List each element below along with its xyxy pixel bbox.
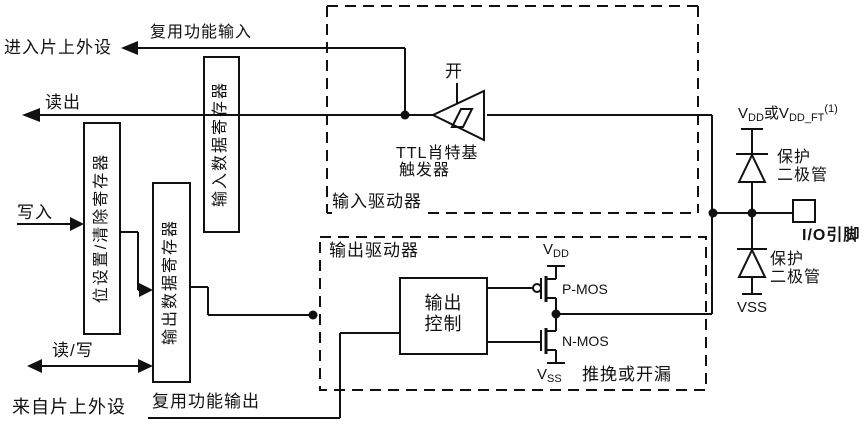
af-input-arrowhead [121, 41, 138, 55]
from-onchip-peripheral-label: 来自片上外设 [12, 397, 126, 417]
input-driver-dashed-box [326, 5, 699, 214]
ttl-schmitt-label-line2: 触发器 [399, 162, 451, 179]
ttl-schmitt-label-line1: TTL肖特基 [396, 145, 479, 162]
nmos-transistor-icon [540, 314, 565, 364]
vdd-or-vddft-label: VDD或VDD_FT(1) [738, 103, 838, 124]
schmitt-on-label: 开 [445, 62, 463, 81]
write-label: 写入 [17, 203, 53, 222]
input-data-register-label: 输入数据寄存器 [212, 80, 229, 208]
protection-diode-bottom-label: 保护 二极管 [770, 251, 822, 287]
read-arrowhead [22, 108, 40, 122]
pmos-vdd-label: VDD [543, 241, 569, 260]
bit-set-reset-register-box [83, 122, 121, 335]
read-write-left-arrowhead [27, 359, 42, 373]
bitset-to-outputdata-wire [120, 231, 140, 291]
output-control-label: 输出 控制 [424, 293, 463, 334]
output-control-box [399, 277, 488, 355]
af-output-wire [148, 332, 400, 419]
read-label: 读出 [45, 93, 81, 112]
write-arrowhead [70, 217, 84, 231]
io-pin-label: I/O引脚 [802, 227, 861, 244]
vss-rail-label: VSS [737, 299, 768, 316]
protection-diode-top-label: 保护 二极管 [777, 149, 829, 185]
protection-diode-top-icon [736, 128, 768, 213]
input-data-register-box [203, 56, 240, 233]
bit-set-reset-register-label: 位设置/清除寄存器 [93, 152, 110, 304]
input-driver-label: 输入驱动器 [332, 192, 422, 211]
read-write-label: 读/写 [52, 341, 94, 360]
pmos-transistor-icon [532, 265, 565, 314]
nmos-vss-label: VSS [537, 366, 562, 385]
outputdata-to-driver-wire [190, 286, 313, 316]
io-pin-pad [792, 199, 816, 223]
output-data-register-label: 输出数据寄存器 [162, 218, 179, 346]
af-input-wire [137, 47, 406, 115]
output-driver-label: 输出驱动器 [329, 241, 419, 260]
af-input-label: 复用功能输入 [150, 24, 253, 41]
protection-diode-bottom-icon [737, 213, 767, 295]
bitset-arrowhead [139, 283, 153, 297]
nmos-label: N-MOS [562, 333, 609, 349]
schmitt-trigger-icon [430, 83, 485, 142]
push-pull-open-drain-label: 推挽或开漏 [582, 365, 672, 384]
read-write-right-arrowhead [138, 359, 153, 373]
pmos-label: P-MOS [562, 281, 608, 297]
af-output-label: 复用功能输出 [152, 392, 260, 411]
junction-dots [308, 110, 757, 320]
to-onchip-peripheral-label: 进入片上外设 [4, 38, 112, 57]
output-data-register-box [152, 182, 191, 383]
